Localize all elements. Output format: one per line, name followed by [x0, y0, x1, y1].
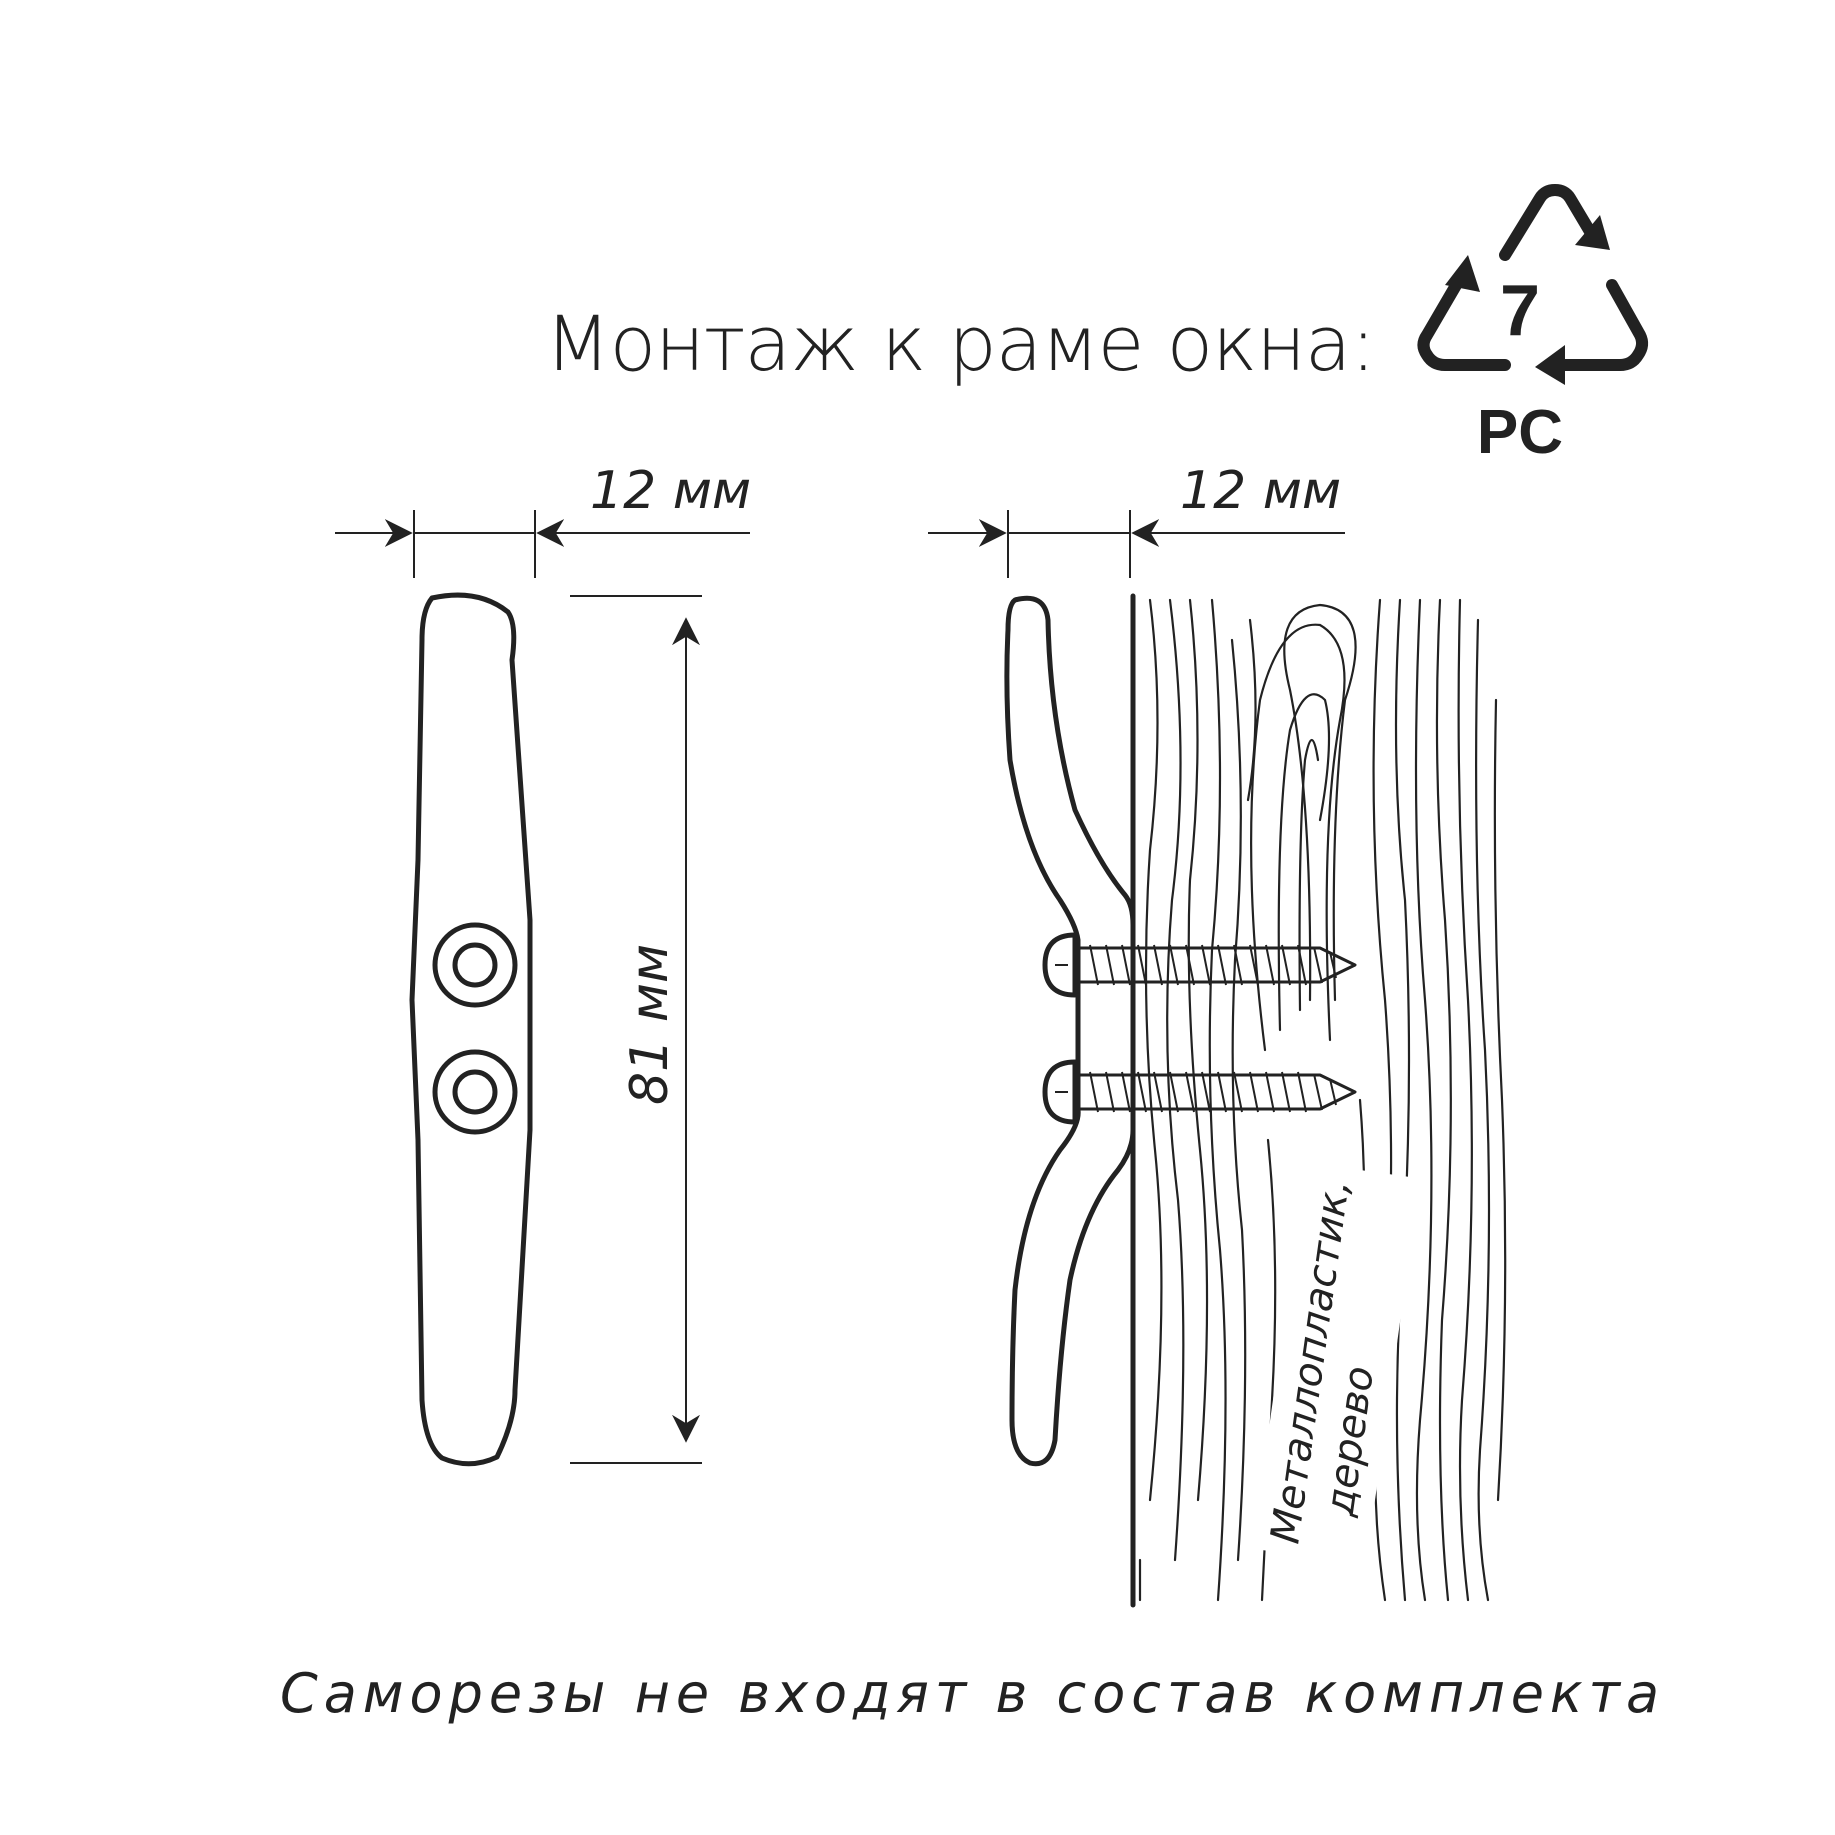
recycle-code: PC	[1477, 398, 1563, 467]
screw-hole-bottom	[432, 1049, 518, 1135]
screw-bottom	[1042, 1059, 1357, 1125]
footer-note: Саморезы не входят в состав комплекта	[280, 1662, 1665, 1725]
wood-frame	[1130, 593, 1507, 1608]
page-title: Монтаж к раме окна:	[545, 299, 1375, 388]
recycle-number: 7	[1500, 271, 1540, 351]
cleat-side-view	[1004, 595, 1136, 1467]
front-width-label: 12 мм	[590, 461, 751, 521]
cleat-front-view	[409, 592, 533, 1467]
recycle-triangle-icon	[1417, 184, 1649, 385]
material-label: Металлопластик, дерево	[1252, 1162, 1421, 1565]
height-label: 81 мм	[620, 944, 680, 1105]
side-width-label: 12 мм	[1180, 461, 1341, 521]
side-width-dimension: 12 мм	[928, 461, 1345, 578]
recycle-symbol: 7 PC	[1417, 184, 1649, 467]
front-width-dimension: 12 мм	[335, 461, 751, 578]
screw-top	[1042, 932, 1357, 998]
screw-hole-top	[432, 922, 518, 1008]
height-dimension: 81 мм	[570, 595, 702, 1464]
